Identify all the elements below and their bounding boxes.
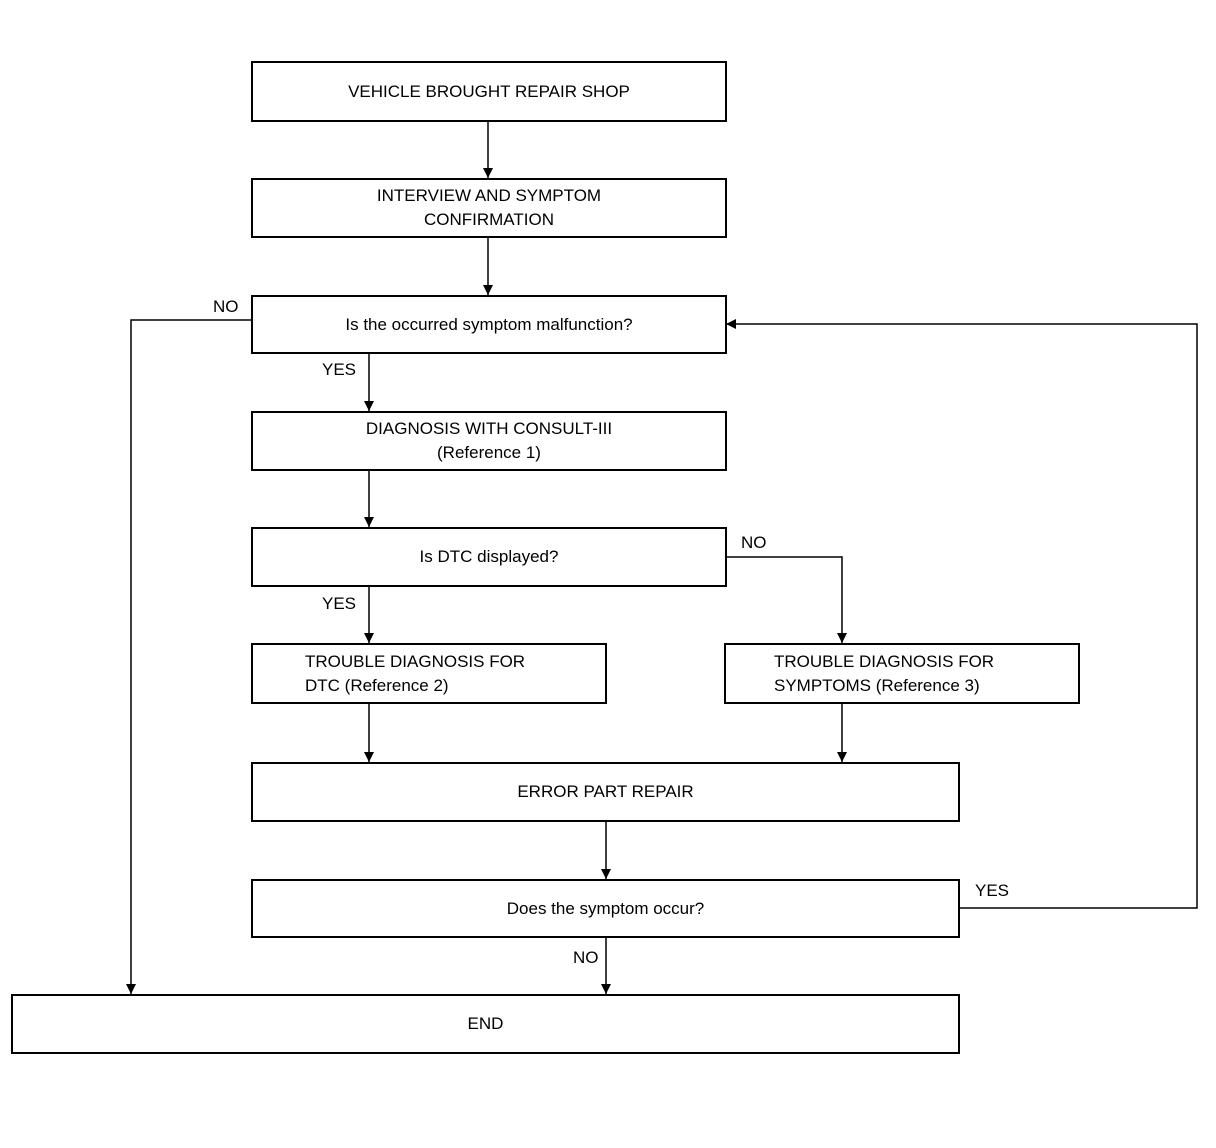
- symptom-occur-question-box: Does the symptom occur?: [251, 879, 960, 938]
- symptom-occur-question-text: Does the symptom occur?: [506, 898, 705, 918]
- end-text: END: [467, 1014, 504, 1033]
- dtc-yes-label: YES: [322, 594, 357, 613]
- malfunction-no-label: NO: [213, 297, 239, 316]
- arrow-malfunction-no-to-end: [126, 319, 251, 994]
- malfunction-question-box: Is the occurred symptom malfunction?: [251, 295, 727, 354]
- interview-text: INTERVIEW AND SYMPTOM CONFIRMATION: [376, 186, 602, 229]
- symptom-diagnosis-box: TROUBLE DIAGNOSIS FOR SYMPTOMS (Referenc…: [724, 643, 1080, 704]
- consult-diagnosis-box: DIAGNOSIS WITH CONSULT-III (Reference 1): [251, 411, 727, 471]
- error-part-repair-text: ERROR PART REPAIR: [517, 782, 694, 801]
- vehicle-brought-box: VEHICLE BROUGHT REPAIR SHOP: [251, 61, 727, 122]
- symptom-diagnosis-text: TROUBLE DIAGNOSIS FOR SYMPTOMS (Referenc…: [774, 651, 995, 695]
- occur-no-label: NO: [573, 948, 599, 967]
- malfunction-yes-label: YES: [322, 360, 357, 379]
- arrow-occur-yes-loop-back: [726, 319, 1198, 909]
- occur-yes-label: YES: [975, 881, 1010, 900]
- dtc-no-label: NO: [741, 533, 767, 552]
- dtc-diagnosis-box: TROUBLE DIAGNOSIS FOR DTC (Reference 2): [251, 643, 607, 704]
- interview-box: INTERVIEW AND SYMPTOM CONFIRMATION: [251, 178, 727, 238]
- end-box: END: [11, 994, 960, 1054]
- vehicle-brought-text: VEHICLE BROUGHT REPAIR SHOP: [348, 81, 630, 101]
- malfunction-question-text: Is the occurred symptom malfunction?: [345, 314, 633, 334]
- dtc-diagnosis-text: TROUBLE DIAGNOSIS FOR DTC (Reference 2): [305, 651, 526, 695]
- arrow-dtc-no-to-symptom-diagnosis: [726, 556, 847, 643]
- dtc-question-box: Is DTC displayed?: [251, 527, 727, 587]
- consult-diagnosis-text: DIAGNOSIS WITH CONSULT-III (Reference 1): [365, 419, 613, 462]
- error-part-repair-box: ERROR PART REPAIR: [251, 762, 960, 822]
- dtc-question-text: Is DTC displayed?: [419, 547, 559, 566]
